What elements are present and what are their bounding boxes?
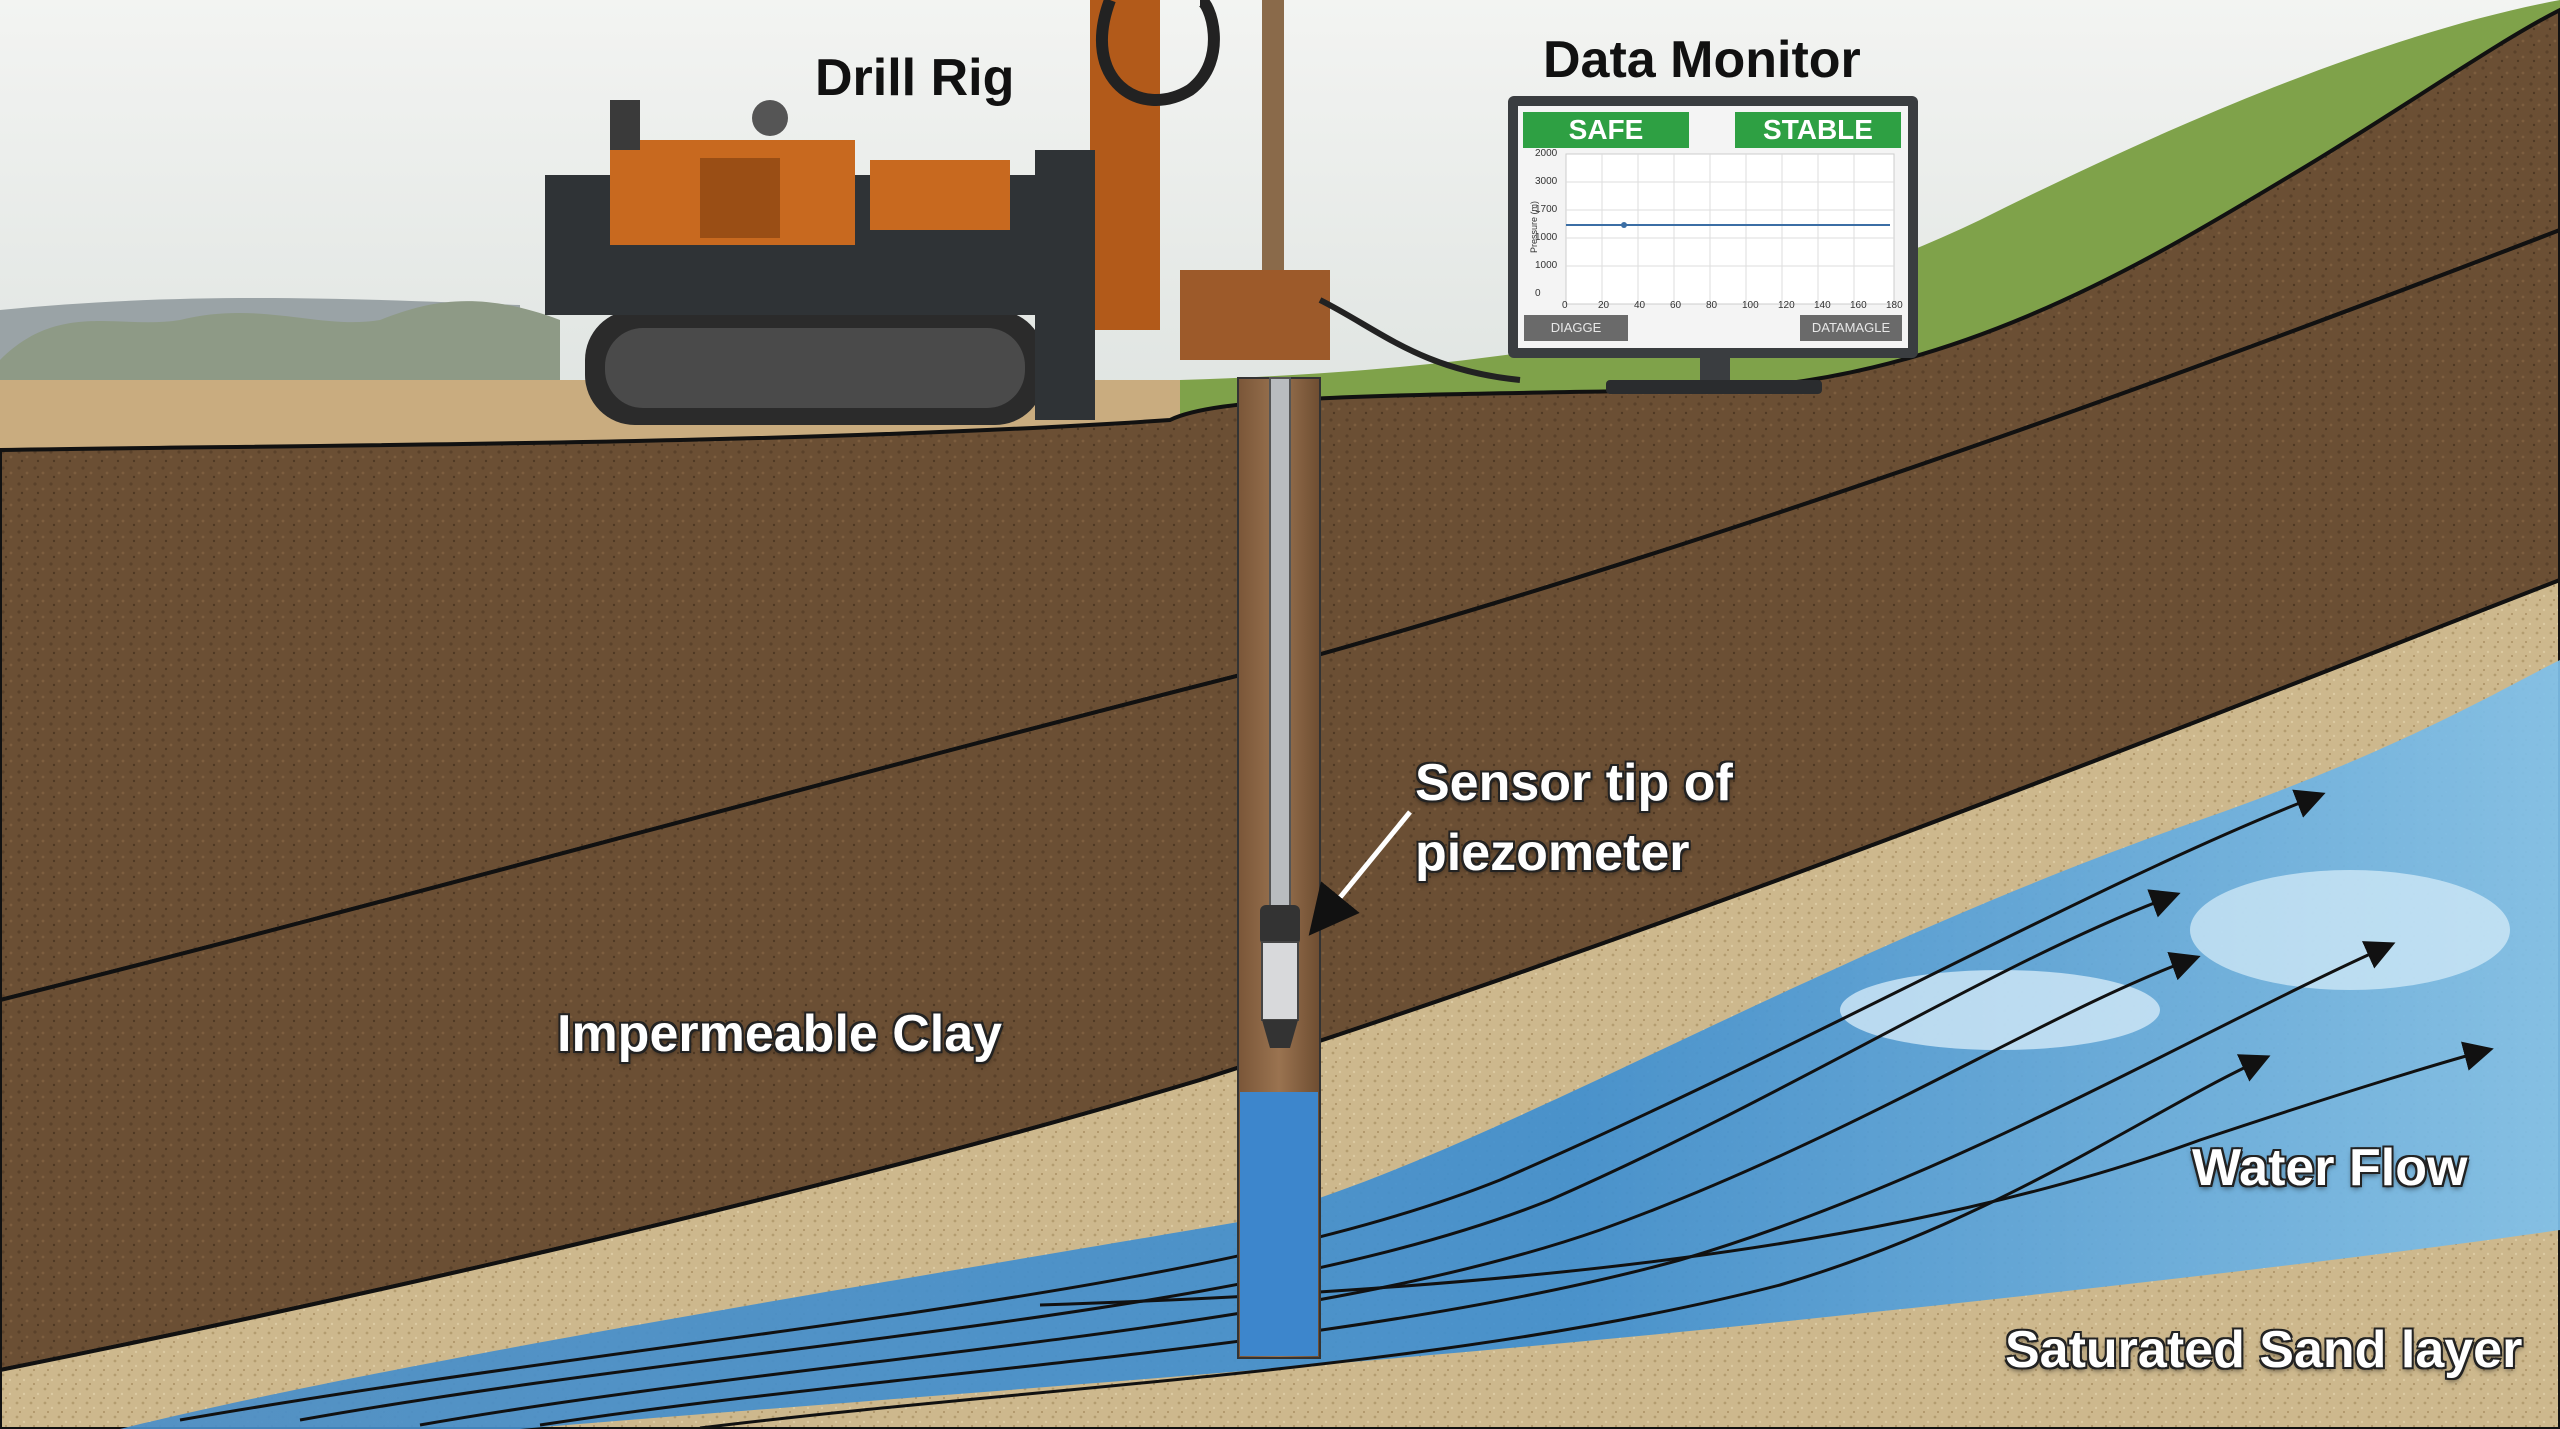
monitor-footer-left: DIAGGE <box>1524 315 1628 341</box>
monitor-x-tick: 80 <box>1706 300 1718 311</box>
monitor-x-tick: 120 <box>1778 300 1795 311</box>
flow-line <box>179 789 2326 1422</box>
flow-line <box>1039 1041 2494 1307</box>
flow-line <box>699 1054 2271 1429</box>
water-splash <box>1840 970 2160 1050</box>
monitor-y-tick: 2000 <box>1535 148 1558 159</box>
monitor-y-tick: 1000 <box>1535 260 1558 271</box>
flow-line <box>539 941 2396 1427</box>
monitor-y-tick: 1000 <box>1535 232 1558 243</box>
monitor-footer-right: DATAMAGLE <box>1800 315 1902 341</box>
monitor-y-tick: 0 <box>1535 288 1541 299</box>
flow-line <box>299 889 2181 1422</box>
data-monitor-label: Data Monitor <box>1543 31 1861 89</box>
water-flow-label: Water Flow <box>2192 1139 2468 1197</box>
monitor-x-tick: 20 <box>1598 300 1610 311</box>
sensor-label-line1: Sensor tip of <box>1415 754 1733 812</box>
flow-line <box>419 951 2201 1427</box>
clay-layer-label: Impermeable Clay <box>557 1005 1003 1063</box>
water-splash <box>2190 870 2510 990</box>
monitor-x-tick: 100 <box>1742 300 1759 311</box>
status-badge-safe: SAFE <box>1523 112 1689 148</box>
status-badge-stable: STABLE <box>1735 112 1901 148</box>
drill-rig-label: Drill Rig <box>815 49 1015 107</box>
sensor-label-line2: piezometer <box>1415 824 1690 882</box>
sensor-tip-label: Sensor tip of piezometer <box>1415 748 1733 888</box>
drill-rig <box>545 0 1521 425</box>
monitor-x-tick: 180 <box>1886 300 1903 311</box>
monitor-x-tick: 40 <box>1634 300 1646 311</box>
tree-line <box>0 301 560 390</box>
monitor-x-tick: 60 <box>1670 300 1682 311</box>
sand-layer-label: Saturated Sand layer <box>2005 1321 2523 1379</box>
sensor-pointer-arrow <box>1308 810 1412 936</box>
water-body <box>120 660 2560 1429</box>
sensor-tip <box>1260 905 1300 1048</box>
monitor-y-tick: 3000 <box>1535 176 1558 187</box>
monitor-x-tick: 160 <box>1850 300 1867 311</box>
monitor-x-tick: 140 <box>1814 300 1831 311</box>
monitor-x-tick: 0 <box>1562 300 1568 311</box>
piezometer-pipe <box>1269 377 1291 909</box>
flow-lines <box>179 789 2494 1429</box>
monitor-y-tick: 1700 <box>1535 204 1558 215</box>
borehole-water <box>1240 1092 1318 1356</box>
